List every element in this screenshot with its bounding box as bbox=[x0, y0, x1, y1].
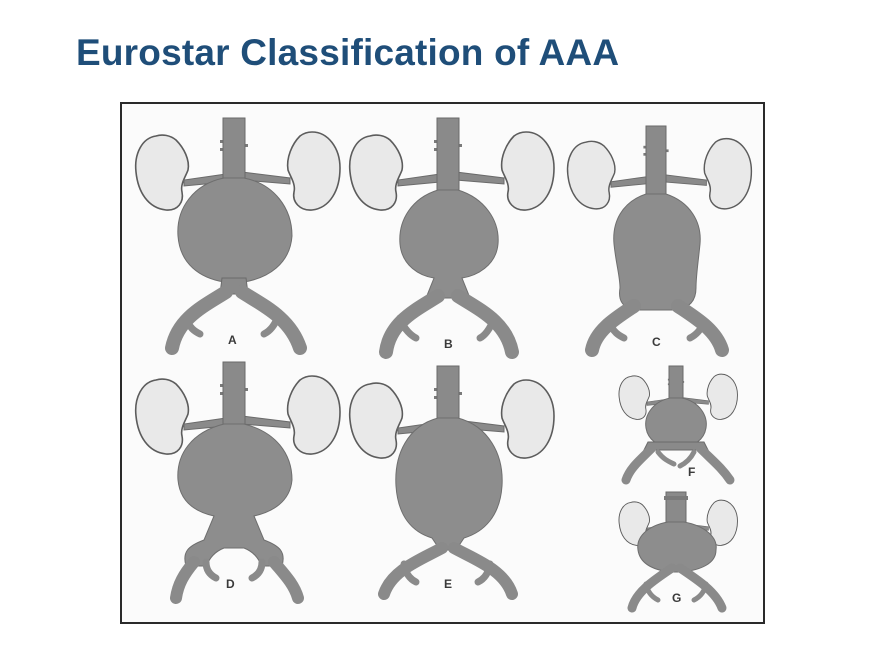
panel-label-g: G bbox=[672, 591, 681, 605]
slide-title: Eurostar Classification of AAA bbox=[76, 32, 620, 73]
aneurysm-classification-figure: A B C bbox=[120, 102, 765, 624]
panel-g-aneurysm: G bbox=[618, 491, 738, 613]
aneurysm-diagram: A B C bbox=[134, 117, 753, 613]
panel-b-aneurysm: B bbox=[348, 117, 555, 359]
panel-d-aneurysm: D bbox=[134, 361, 341, 604]
panel-a-aneurysm: A bbox=[134, 117, 341, 355]
panel-f-aneurysm: F bbox=[618, 365, 738, 485]
panel-e-aneurysm: E bbox=[348, 365, 555, 600]
panel-label-e: E bbox=[444, 577, 452, 591]
panel-c-aneurysm: C bbox=[566, 125, 753, 357]
panel-label-c: C bbox=[652, 335, 661, 349]
panel-label-d: D bbox=[226, 577, 235, 591]
panel-label-f: F bbox=[688, 465, 695, 479]
panel-label-a: A bbox=[228, 333, 237, 347]
panel-label-b: B bbox=[444, 337, 453, 351]
